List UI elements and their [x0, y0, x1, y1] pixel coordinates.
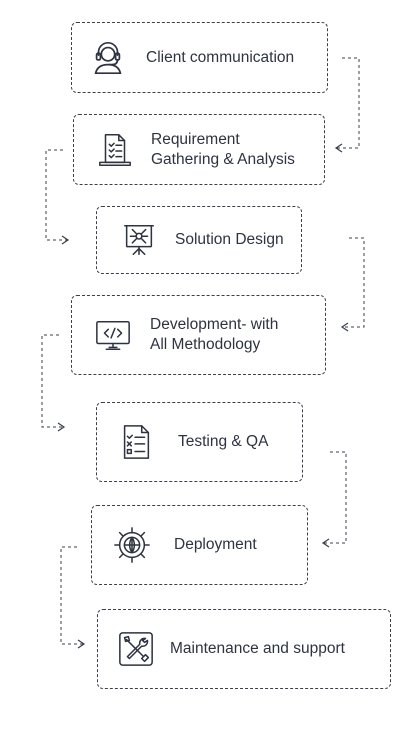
connector-4-5	[41, 334, 63, 428]
code-monitor-icon	[93, 315, 133, 355]
step-label-line: Development- with	[150, 316, 279, 333]
step-label: Client communication	[146, 48, 294, 68]
step-label-line: Maintenance and support	[170, 640, 345, 657]
step-solution-design: Solution Design	[96, 206, 302, 274]
connector-1-2	[337, 57, 360, 149]
headset-icon	[88, 38, 128, 78]
step-label: Solution Design	[175, 230, 284, 250]
arrowhead-5	[57, 422, 66, 432]
step-label: Testing & QA	[178, 432, 268, 452]
step-label-line: Requirement	[151, 130, 240, 148]
connector-3-4	[343, 237, 365, 328]
step-label-line: Deployment	[174, 536, 257, 553]
connector-2-3	[45, 149, 67, 241]
step-testing-qa: Testing & QA	[96, 402, 303, 482]
connector-5-6	[324, 451, 347, 544]
document-checklist-icon	[95, 130, 135, 170]
arrowhead-2	[334, 143, 343, 153]
step-requirement-gathering: Requirement Gathering & Analysis	[73, 114, 325, 185]
step-label-line: Client communication	[146, 48, 295, 66]
step-label-line: Solution Design	[175, 231, 284, 248]
step-development: Development- with All Methodology	[71, 295, 326, 375]
step-label-line: Testing & QA	[178, 433, 269, 450]
step-maintenance: Maintenance and support	[97, 609, 391, 689]
step-label-line: Gathering & Analysis	[151, 150, 295, 168]
arrowhead-7	[77, 639, 86, 649]
step-label: Requirement Gathering & Analysis	[151, 130, 295, 170]
step-label-line: All Methodology	[150, 336, 261, 353]
arrowhead-4	[340, 322, 349, 332]
arrowhead-6	[321, 538, 330, 548]
step-label: Maintenance and support	[170, 639, 345, 659]
tools-icon	[116, 629, 156, 669]
gear-globe-icon	[112, 525, 152, 565]
step-label: Development- with All Methodology	[150, 315, 278, 355]
arrowhead-3	[61, 235, 70, 245]
presentation-board-icon	[119, 220, 159, 260]
step-deployment: Deployment	[91, 505, 308, 585]
step-client-communication: Client communication	[71, 22, 328, 93]
step-label: Deployment	[174, 535, 257, 555]
test-checklist-icon	[116, 422, 156, 462]
connector-6-7	[60, 546, 83, 645]
